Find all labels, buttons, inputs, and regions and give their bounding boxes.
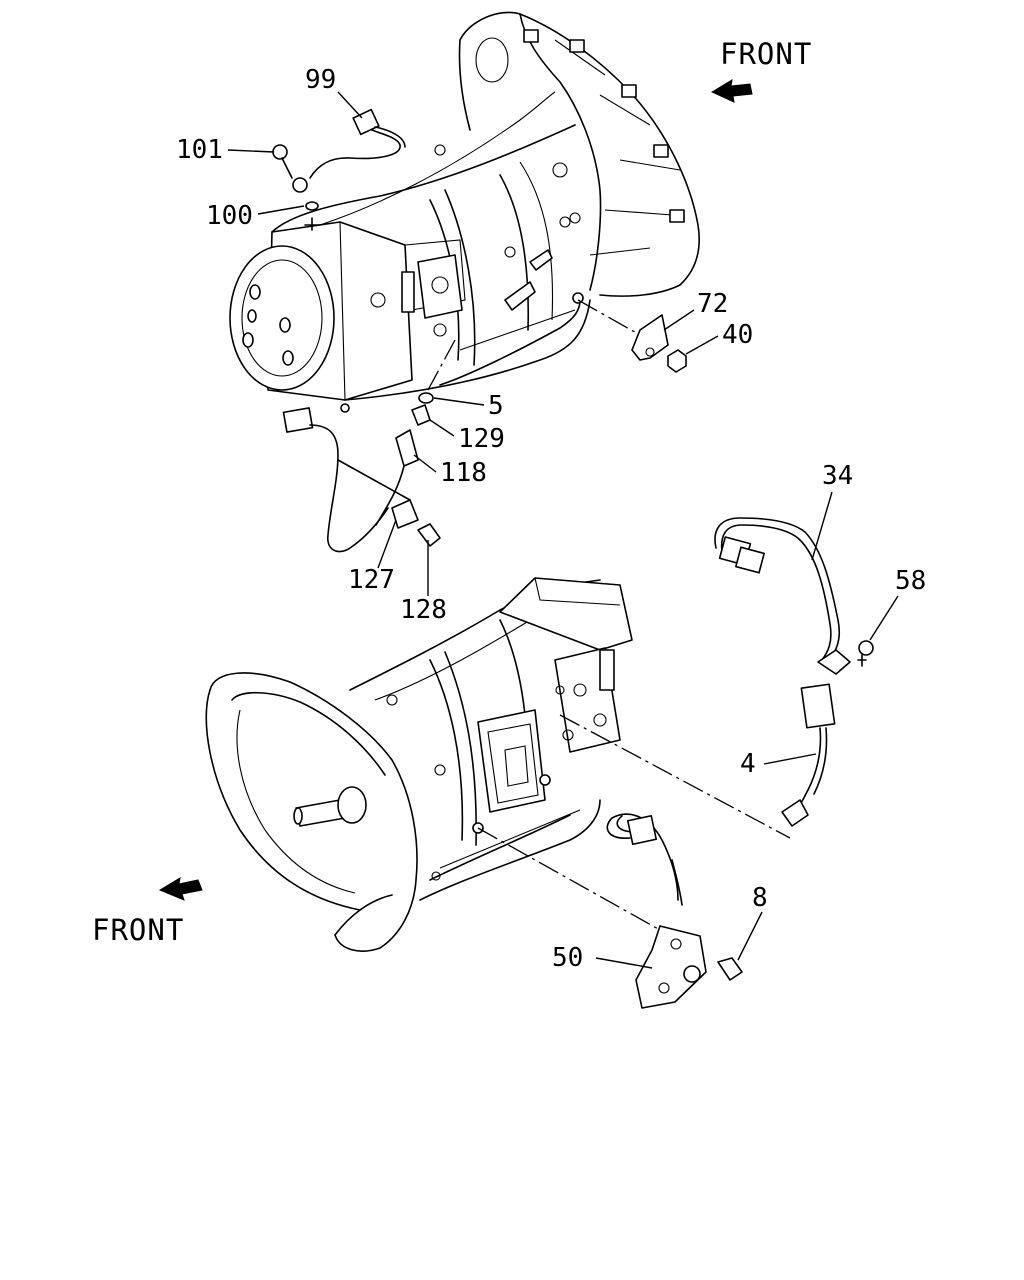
- bracket-72-assembly: [577, 299, 687, 373]
- callout-72: 72: [697, 289, 728, 319]
- harness-34: [714, 517, 874, 675]
- callout-40: 40: [722, 320, 753, 350]
- callout-127: 127: [348, 565, 395, 595]
- front-arrow-bottom-icon: [158, 877, 203, 901]
- centerline-harness-4: [559, 714, 791, 839]
- callout-58: 58: [895, 566, 926, 596]
- harness-4: [781, 683, 836, 827]
- callout-4: 4: [740, 749, 756, 779]
- callout-101: 101: [176, 135, 223, 165]
- callout-129: 129: [458, 424, 505, 454]
- sensor-harness-99: [272, 108, 406, 231]
- callout-118: 118: [440, 458, 487, 488]
- callout-5: 5: [488, 391, 504, 421]
- inhibitor-switch-50: [606, 813, 743, 1009]
- front-label-bottom: FRONT: [92, 913, 184, 947]
- upper-transmission: [229, 11, 700, 413]
- callout-34: 34: [822, 461, 853, 491]
- front-arrow-top-icon: [710, 79, 753, 103]
- callout-99: 99: [305, 65, 336, 95]
- callout-50: 50: [552, 943, 583, 973]
- callout-128: 128: [400, 595, 447, 625]
- callout-8: 8: [752, 883, 768, 913]
- callouts: 99 101 100 72 40 5 129 118 127 128 34 58: [176, 65, 926, 973]
- lower-harness-upper-group: [282, 339, 456, 553]
- lower-transmission: [205, 577, 633, 952]
- front-label-top: FRONT: [720, 37, 812, 71]
- callout-100: 100: [206, 201, 253, 231]
